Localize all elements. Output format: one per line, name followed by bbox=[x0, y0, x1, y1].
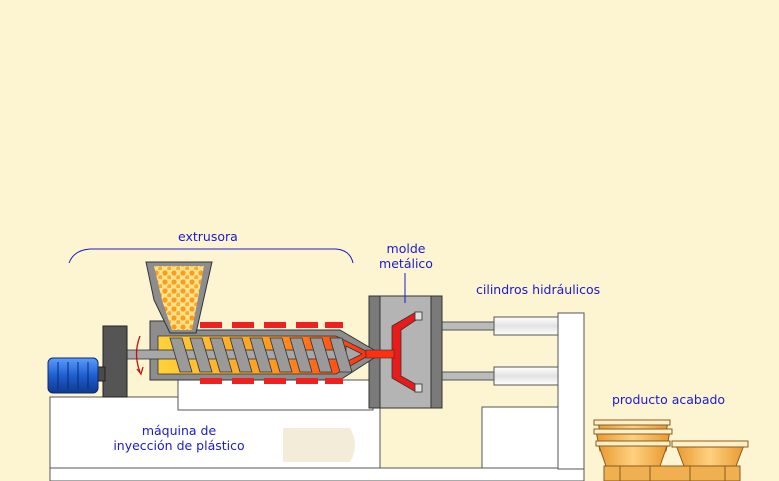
motor-icon bbox=[47, 357, 99, 394]
screw-flight bbox=[289, 337, 313, 373]
mold-label-line2: metálico bbox=[379, 256, 433, 271]
finished-product bbox=[593, 419, 749, 481]
heater-band bbox=[200, 322, 222, 328]
heater-band bbox=[200, 378, 222, 384]
mold-label-line1: molde bbox=[386, 241, 426, 256]
heater-band bbox=[264, 322, 286, 328]
screw bbox=[125, 337, 363, 373]
heater-bands bbox=[200, 322, 343, 384]
drive-unit bbox=[94, 325, 128, 398]
heater-band bbox=[232, 378, 254, 384]
hydraulic-cylinders bbox=[440, 316, 559, 386]
rotation-arrow-icon bbox=[135, 335, 144, 376]
finished-product-label: producto acabado bbox=[612, 392, 726, 407]
screw-flight bbox=[189, 337, 213, 373]
screw-flight bbox=[249, 337, 273, 373]
heater-band bbox=[325, 378, 343, 384]
screw-flight bbox=[229, 337, 253, 373]
hydraulic-cylinders-label: cilindros hidráulicos bbox=[476, 282, 601, 297]
heater-band bbox=[264, 378, 286, 384]
screw-flight bbox=[329, 337, 353, 373]
heater-band bbox=[296, 378, 318, 384]
clamp-plate bbox=[557, 312, 585, 470]
machine-label-line2: inyección de plástico bbox=[113, 438, 245, 453]
extruder-bracket bbox=[68, 248, 354, 264]
heater-band bbox=[296, 322, 318, 328]
screw-flight bbox=[169, 337, 193, 373]
machine-base bbox=[49, 379, 585, 481]
screw-flight bbox=[269, 337, 293, 373]
machine-label: máquina de inyección de plástico bbox=[104, 423, 254, 453]
screw-flight bbox=[309, 337, 333, 373]
machine-label-line1: máquina de bbox=[141, 423, 217, 438]
hopper bbox=[145, 261, 213, 334]
extruder-label: extrusora bbox=[178, 229, 238, 244]
mold-label: molde metálico bbox=[376, 241, 436, 271]
heater-band bbox=[232, 322, 254, 328]
screw-flight bbox=[209, 337, 233, 373]
heater-band bbox=[325, 322, 343, 328]
